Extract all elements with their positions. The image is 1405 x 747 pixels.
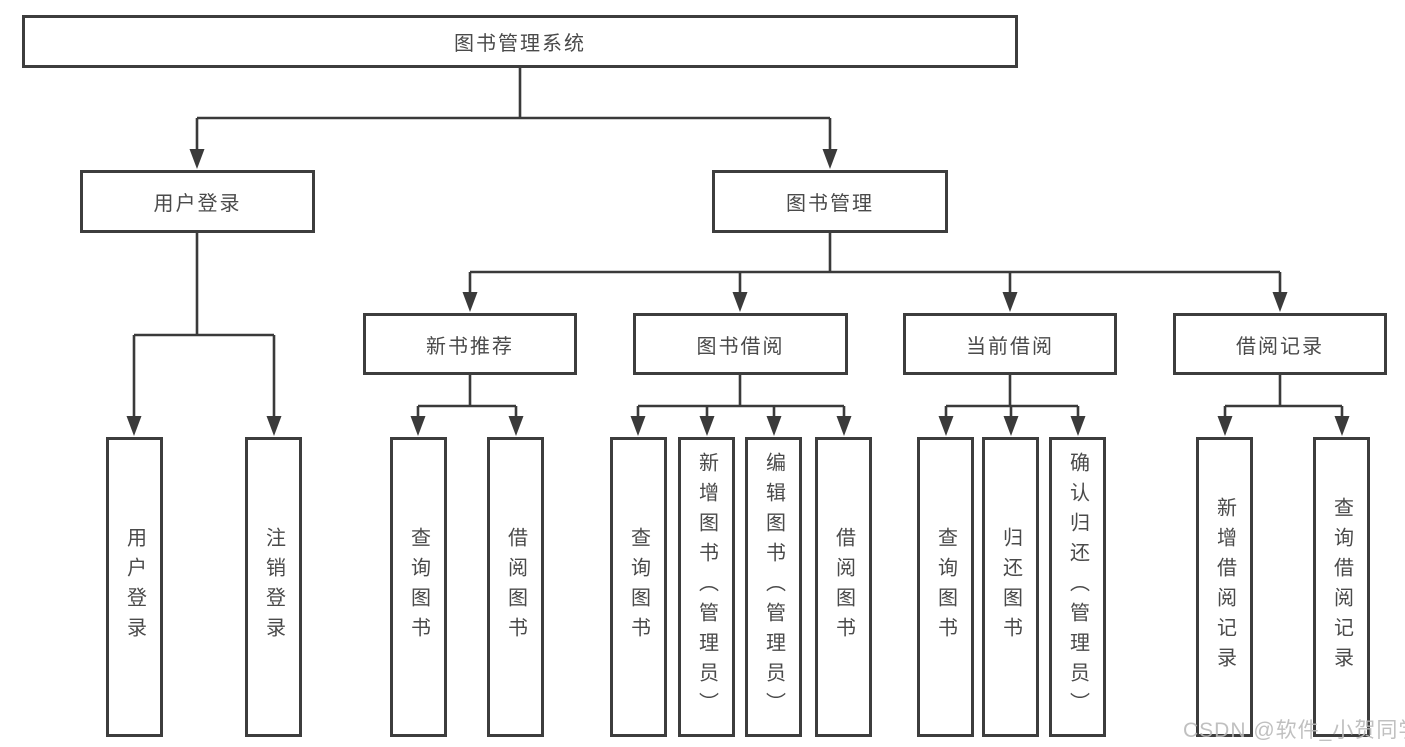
node-label: 编辑图书（管理员） — [762, 452, 785, 722]
node-label: 新增借阅记录 — [1213, 497, 1236, 677]
node-label: 查询图书 — [934, 527, 957, 647]
node-label: 用户登录 — [123, 527, 146, 647]
csdn-watermark: CSDN @软件_小贺同学 — [1183, 719, 1405, 742]
leaf-query-books-recommend: 查询图书 — [390, 437, 447, 737]
leaf-user-login: 用户登录 — [106, 437, 163, 737]
leaf-borrow-books-borrowing: 借阅图书 — [815, 437, 872, 737]
node-label: 查询图书 — [627, 527, 650, 647]
node-label: 图书管理系统 — [454, 33, 586, 55]
node-label: 确认归还（管理员） — [1066, 452, 1089, 722]
leaf-confirm-return-admin: 确认归还（管理员） — [1049, 437, 1106, 737]
node-user-login: 用户登录 — [80, 170, 315, 233]
leaf-query-borrow-record: 查询借阅记录 — [1313, 437, 1370, 737]
node-library-management-system: 图书管理系统 — [22, 15, 1018, 68]
node-label: 图书管理 — [786, 193, 874, 215]
node-label: 借阅记录 — [1236, 335, 1324, 358]
leaf-query-books-borrowing: 查询图书 — [610, 437, 667, 737]
leaf-edit-books-admin: 编辑图书（管理员） — [745, 437, 802, 737]
node-label: 查询图书 — [407, 527, 430, 647]
leaf-logout: 注销登录 — [245, 437, 302, 737]
node-label: 归还图书 — [999, 527, 1022, 647]
node-book-borrowing: 图书借阅 — [633, 313, 848, 375]
leaf-return-books: 归还图书 — [982, 437, 1039, 737]
node-book-management: 图书管理 — [712, 170, 948, 233]
node-label: 借阅图书 — [504, 527, 527, 647]
leaf-query-books-current: 查询图书 — [917, 437, 974, 737]
node-label: 查询借阅记录 — [1330, 497, 1353, 677]
leaf-add-borrow-record: 新增借阅记录 — [1196, 437, 1253, 737]
node-label: 注销登录 — [262, 527, 285, 647]
node-label: 图书借阅 — [696, 335, 785, 358]
node-label: 用户登录 — [153, 193, 242, 215]
node-label: 新增图书（管理员） — [695, 452, 718, 722]
node-label: 借阅图书 — [832, 527, 855, 647]
leaf-add-books-admin: 新增图书（管理员） — [678, 437, 735, 737]
node-label: 新书推荐 — [426, 335, 514, 358]
node-label: 当前借阅 — [966, 335, 1054, 358]
leaf-borrow-books-recommend: 借阅图书 — [487, 437, 544, 737]
node-borrowing-records: 借阅记录 — [1173, 313, 1387, 375]
node-new-book-recommendation: 新书推荐 — [363, 313, 577, 375]
node-current-borrowing: 当前借阅 — [903, 313, 1117, 375]
